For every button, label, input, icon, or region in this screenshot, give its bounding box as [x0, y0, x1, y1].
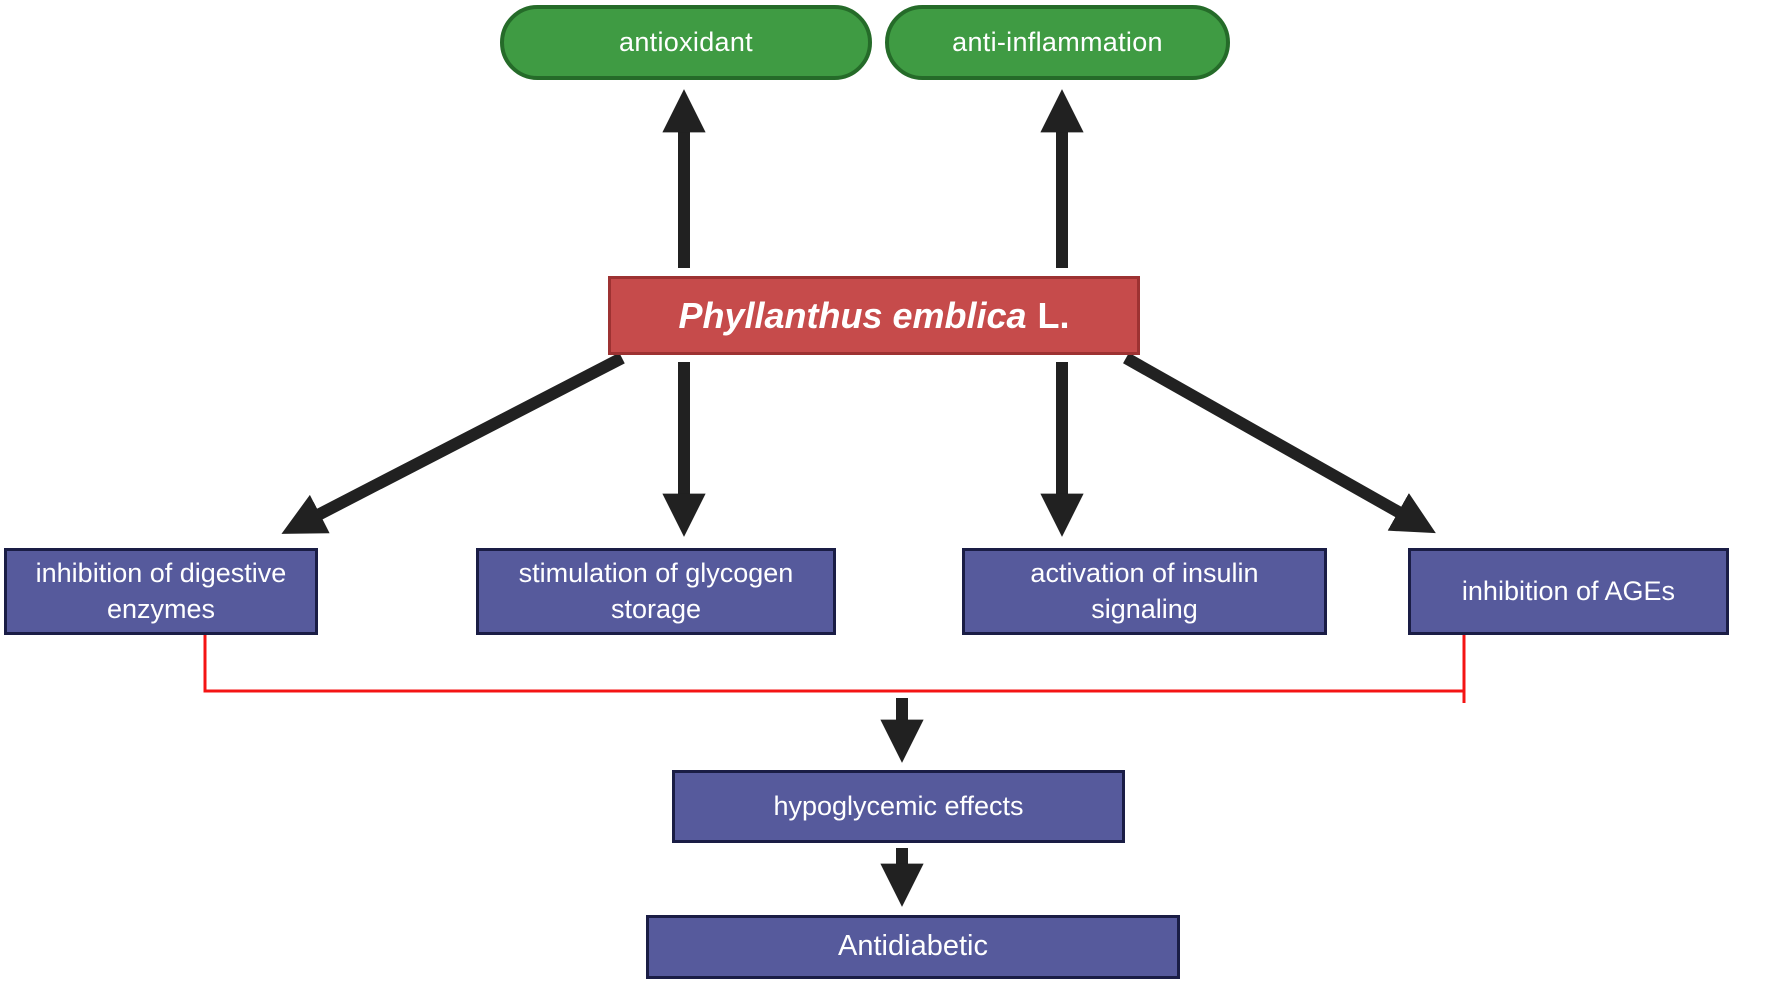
node-inhibition-ages: inhibition of AGEs	[1408, 548, 1729, 635]
node-antioxidant: antioxidant	[500, 5, 872, 80]
node-phyllanthus-emblica-suffix-label: L.	[1037, 294, 1070, 336]
red-bracket-connector	[203, 634, 1466, 693]
node-hypoglycemic-effects-label: hypoglycemic effects	[773, 790, 1024, 821]
node-antioxidant-label: antioxidant	[619, 27, 753, 57]
node-activation-insulin-signaling: activation of insulin signaling	[962, 548, 1327, 635]
arrow-central-to-inhibition-ages	[1123, 352, 1436, 534]
node-anti-inflammation-label: anti-inflammation	[952, 27, 1163, 57]
node-stimulation-glycogen-storage: stimulation of glycogen storage	[476, 548, 836, 635]
node-hypoglycemic-effects: hypoglycemic effects	[672, 770, 1125, 843]
node-activation-insulin-signaling-label: activation of insulin signaling	[1030, 558, 1259, 624]
node-antidiabetic-label: Antidiabetic	[838, 930, 988, 963]
node-phyllanthus-emblica-species-label: Phyllanthus emblica	[678, 294, 1027, 336]
node-phyllanthus-emblica: Phyllanthus emblica L.	[608, 276, 1140, 355]
node-antidiabetic: Antidiabetic	[646, 915, 1180, 979]
arrow-central-to-inhibition-digestive-enzymes	[281, 352, 625, 534]
node-inhibition-digestive-enzymes: inhibition of digestive enzymes	[4, 548, 318, 635]
node-stimulation-glycogen-storage-label: stimulation of glycogen storage	[518, 558, 794, 624]
node-inhibition-ages-label: inhibition of AGEs	[1461, 575, 1676, 606]
node-inhibition-digestive-enzymes-label: inhibition of digestive enzymes	[35, 558, 287, 624]
node-anti-inflammation: anti-inflammation	[885, 5, 1230, 80]
